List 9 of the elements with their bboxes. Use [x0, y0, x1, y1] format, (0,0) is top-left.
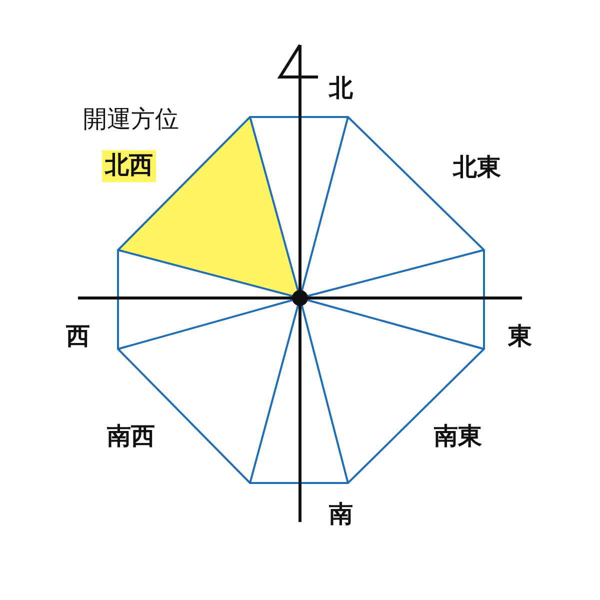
direction-label: 南東	[434, 423, 482, 451]
direction-label: 西	[66, 323, 90, 351]
heading: 開運方位	[83, 106, 179, 134]
direction-label: 東	[508, 323, 532, 351]
direction-label: 南	[329, 501, 353, 529]
highlight-label: 北西	[102, 150, 156, 182]
direction-label: 北東	[453, 154, 501, 182]
direction-label: 南西	[107, 423, 155, 451]
direction-label: 北	[329, 75, 353, 103]
